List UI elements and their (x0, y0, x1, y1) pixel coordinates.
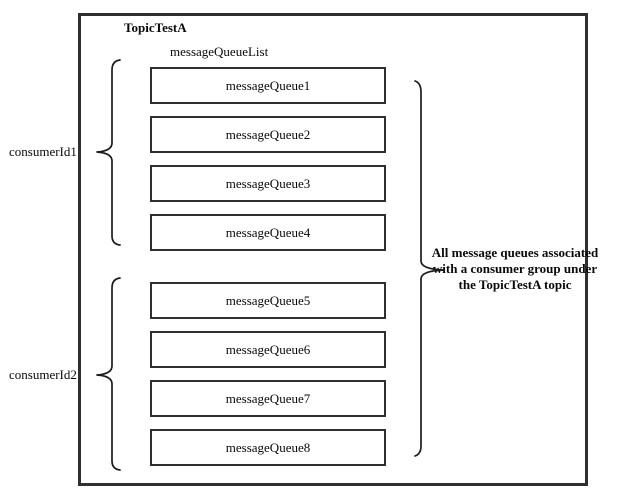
queue-box: messageQueue2 (150, 116, 386, 153)
queue-box: messageQueue5 (150, 282, 386, 319)
message-queue-list-label: messageQueueList (170, 44, 269, 59)
consumer-id2-label: consumerId2 (9, 367, 77, 382)
queue-label: messageQueue7 (225, 390, 311, 406)
queue-box: messageQueue3 (150, 165, 386, 202)
annotation-line: with a consumer group under (432, 261, 598, 276)
queue-label: messageQueue8 (225, 439, 311, 455)
annotation-line: All message queues associated (431, 245, 599, 260)
queue-box: messageQueue6 (150, 331, 386, 368)
queue-group-consumer2: messageQueue5 messageQueue6 messageQueue7 m… (150, 282, 386, 466)
queue-group-consumer1: messageQueue1 messageQueue2 messageQueue3 m… (150, 67, 386, 251)
topic-title: TopicTestA (124, 20, 187, 35)
queue-label: messageQueue4 (225, 224, 311, 240)
queue-box: messageQueue4 (150, 214, 386, 251)
queue-box: messageQueue1 (150, 67, 386, 104)
queue-label: messageQueue2 (225, 126, 311, 142)
queue-box: messageQueue8 (150, 429, 386, 466)
consumer-id1-label: consumerId1 (9, 144, 77, 159)
queue-box: messageQueue7 (150, 380, 386, 417)
queue-label: messageQueue6 (225, 341, 311, 357)
queue-label: messageQueue5 (225, 292, 311, 308)
queue-label: messageQueue3 (225, 175, 311, 191)
queue-label: messageQueue1 (225, 77, 311, 93)
message-queue-list: messageQueue1 messageQueue2 messageQueue3 m… (150, 67, 386, 466)
annotation-line: the TopicTestA topic (458, 277, 572, 292)
